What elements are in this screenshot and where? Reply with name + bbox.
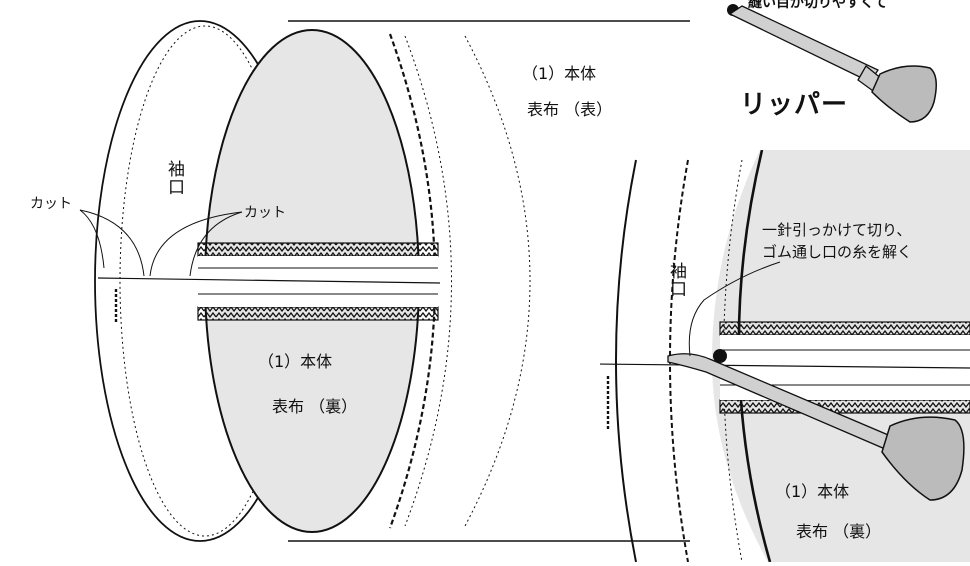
closeup-cuff-label: 袖口: [666, 262, 686, 298]
stitch-arc-2: [464, 35, 531, 527]
closeup-fabric-label: 表布 （裏）: [796, 522, 882, 541]
sleeve-tube-figure: [79, 20, 690, 542]
closeup-figure: [600, 150, 970, 562]
inner-fabric-label: 表布 （裏）: [272, 397, 358, 416]
closeup-band-upper: [719, 321, 970, 336]
closeup-body-label: （1）本体: [775, 482, 850, 501]
cut-line: [97, 277, 441, 284]
closeup-band-lower: [719, 399, 970, 414]
cut-label-right: カット: [244, 205, 286, 221]
cut-leader-2: [79, 209, 145, 277]
instruction-line-1: 一針引っかけて切り、: [762, 221, 912, 239]
stitch-arc-1: [404, 35, 452, 527]
closeup-cut-line: [600, 363, 970, 369]
cut-leader-4: [189, 211, 243, 277]
cut-leader-1: [79, 209, 105, 269]
instruction-line-2: ゴム通し口の糸を解く: [762, 243, 913, 261]
cuff-label: 袖口: [164, 160, 184, 196]
ripper-shaft: [728, 5, 879, 83]
outer-body-label: （1）本体: [522, 64, 597, 83]
cut-label-left: カット: [30, 196, 72, 212]
ripper-tool-name: リッパー: [740, 90, 849, 120]
inner-body-label: （1）本体: [258, 352, 333, 371]
closeup-ripper-ball: [713, 349, 727, 363]
outer-fabric-label: 表布 （表）: [527, 100, 613, 119]
cut-leader-3: [149, 211, 243, 277]
top-partial-caption: 縫い目が切りやすくて: [748, 0, 888, 11]
ripper-handle: [871, 65, 937, 123]
closeup-ripper-handle: [881, 416, 965, 501]
instruction-leader: [688, 261, 781, 357]
elastic-band-upper: [197, 242, 439, 257]
ripper-tool-top: [727, 4, 937, 123]
closeup-outer-arc: [615, 159, 637, 562]
elastic-band-lower: [197, 306, 439, 321]
